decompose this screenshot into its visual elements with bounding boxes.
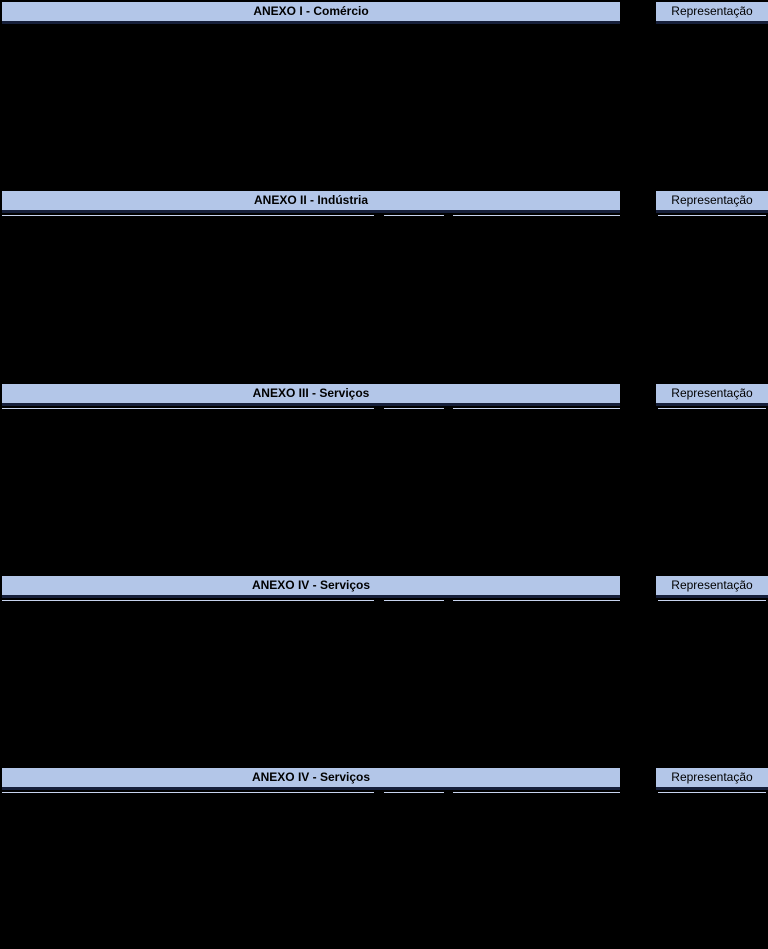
representation-label: Representação — [671, 4, 753, 18]
representation-header-bar: Representação — [656, 2, 768, 24]
representation-label: Representação — [671, 386, 753, 400]
grid-line-segment — [2, 792, 374, 793]
anexo-section-1: ANEXO I - Comércio Representação — [0, 2, 768, 32]
anexo-header-bar: ANEXO II - Indústria — [2, 191, 620, 213]
representation-header-bar: Representação — [656, 768, 768, 790]
grid-line-segment — [453, 408, 620, 409]
grid-line-segment — [453, 600, 620, 601]
anexo-header-bar: ANEXO IV - Serviços — [2, 768, 620, 790]
representation-label: Representação — [671, 193, 753, 207]
grid-line-segment — [384, 792, 444, 793]
grid-line-segment — [2, 408, 374, 409]
representation-label: Representação — [671, 770, 753, 784]
anexo-title: ANEXO III - Serviços — [252, 386, 370, 400]
anexo-section-5: ANEXO IV - Serviços Representação — [0, 768, 768, 798]
anexo-section-4: ANEXO IV - Serviços Representação — [0, 576, 768, 606]
anexo-section-3: ANEXO III - Serviços Representação — [0, 384, 768, 414]
anexo-title: ANEXO IV - Serviços — [251, 770, 371, 784]
anexo-header-bar: ANEXO III - Serviços — [2, 384, 620, 406]
representation-label: Representação — [671, 578, 753, 592]
grid-line-segment — [658, 408, 766, 409]
grid-line-segment — [453, 792, 620, 793]
anexo-title: ANEXO I - Comércio — [253, 4, 369, 18]
grid-line-segment — [453, 215, 620, 216]
grid-line-segment — [384, 408, 444, 409]
grid-line-segment — [658, 215, 766, 216]
grid-line-segment — [658, 600, 766, 601]
grid-line-segment — [384, 600, 444, 601]
representation-header-bar: Representação — [656, 576, 768, 598]
grid-line-segment — [658, 792, 766, 793]
anexo-section-2: ANEXO II - Indústria Representação — [0, 191, 768, 221]
anexo-header-bar: ANEXO IV - Serviços — [2, 576, 620, 598]
grid-line-segment — [384, 215, 444, 216]
anexo-header-bar: ANEXO I - Comércio — [2, 2, 620, 24]
anexo-title: ANEXO II - Indústria — [253, 193, 368, 207]
representation-header-bar: Representação — [656, 191, 768, 213]
representation-header-bar: Representação — [656, 384, 768, 406]
grid-line-segment — [2, 600, 374, 601]
anexo-title: ANEXO IV - Serviços — [251, 578, 371, 592]
grid-line-segment — [2, 215, 374, 216]
